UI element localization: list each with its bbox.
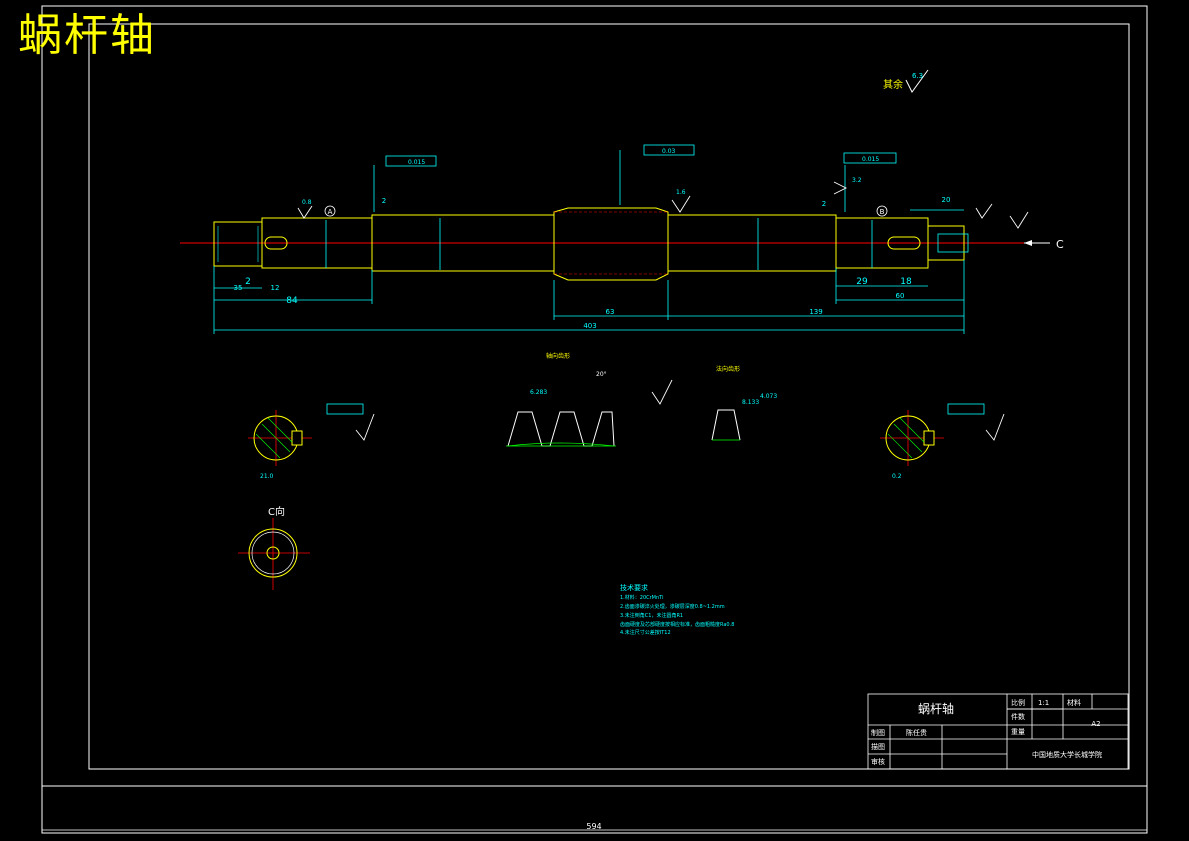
tooth-profile-axial [506, 411, 616, 447]
tb-drawn-name: 陈任贵 [906, 728, 927, 737]
tech-req-line-3: 3.未注倒角C1，未注圆角R1 [620, 612, 683, 619]
tech-req-line-5: 4.未注尺寸公差按IT12 [620, 629, 671, 636]
roughness-c: 3.2 [852, 177, 862, 184]
technical-requirements: 技术要求 1.材料：20CrMnTi 2.齿面渗碳淬火处理，渗碳层深度0.8~1… [620, 583, 734, 636]
tb-school: 中国地质大学长城学院 [1032, 750, 1102, 759]
dim-middle-63: 63 [606, 308, 615, 316]
tb-count-label: 件数 [1011, 712, 1025, 721]
tb-drawn-label: 制图 [871, 728, 885, 737]
tooth-val-thickness: 8.133 [742, 399, 759, 406]
tech-req-line-1: 1.材料：20CrMnTi [620, 594, 663, 601]
datum-a-circle [324, 205, 336, 217]
roughness-symbol-general [905, 69, 929, 93]
tooth-val-tol: 4.073 [760, 393, 777, 400]
tb-design-label: 描图 [871, 742, 885, 751]
dim-gap-2b: 2 [822, 200, 826, 208]
dim-right-18: 18 [900, 277, 912, 287]
dim-middle-139: 139 [809, 308, 822, 316]
tb-weight-label: 重量 [1011, 728, 1025, 736]
tolerance-right: 0.015 [862, 156, 879, 163]
tb-part-name: 蜗杆轴 [918, 701, 954, 716]
datum-a: A [328, 208, 333, 216]
axial-profile-label: 轴向齿形 [546, 352, 570, 360]
tb-material-label: 材料 [1067, 698, 1081, 707]
tech-req-line-4: 齿面硬度及芯部硬度按相应标准，齿面粗糙度Ra0.8 [620, 621, 734, 628]
tech-req-title: 技术要求 [620, 583, 648, 592]
dimension-lines [213, 150, 965, 334]
surface-note: 其余 [883, 78, 903, 91]
dim-left-35: 35 [234, 284, 243, 292]
roughness-b: 1.6 [676, 189, 686, 196]
headline-title: 蜗杆轴 [18, 10, 156, 61]
dim-right-20: 20 [942, 196, 951, 204]
drawing-frame [88, 23, 1130, 770]
roughness-general-value: 6.3 [912, 72, 923, 80]
view-arrow-label: C [1056, 238, 1064, 251]
keyway-left-value: 21.0 [260, 473, 274, 480]
tech-req-line-2: 2.齿面渗碳淬火处理，渗碳层深度0.8~1.2mm [620, 603, 725, 610]
tooth-val-angle: 20° [596, 371, 607, 378]
keyway-right-value: 0.2 [892, 473, 902, 480]
tb-scale-value: 1:1 [1038, 699, 1049, 707]
datum-b-circle [876, 205, 888, 217]
view-arrow-head [1024, 240, 1032, 246]
dim-left-section: 84 [286, 296, 298, 306]
tb-review-label: 审核 [871, 757, 885, 766]
dim-left-2: 2 [245, 277, 251, 287]
tolerance-frames [326, 144, 985, 415]
dim-gap-2a: 2 [382, 197, 386, 205]
dim-right-60: 60 [896, 292, 905, 300]
section-view-label: C向 [268, 505, 285, 518]
keyway-section-left [248, 410, 312, 466]
datum-b: B [880, 208, 885, 216]
tb-scale-label: 比例 [1011, 698, 1025, 707]
tooth-val-pitch: 6.283 [530, 389, 547, 396]
outer-border [41, 5, 1148, 834]
frame-width-dim: 594 [586, 822, 601, 831]
tooth-profile-normal [711, 409, 741, 441]
normal-profile-label: 法向齿形 [716, 365, 740, 373]
tb-sheet-size: A2 [1091, 720, 1100, 728]
dim-right-29: 29 [856, 277, 868, 287]
tolerance-left: 0.015 [408, 159, 425, 166]
keyway-section-right [880, 410, 944, 466]
shaft-main-view [180, 207, 1030, 281]
tolerance-middle: 0.03 [662, 148, 676, 155]
roughness-symbols [297, 181, 1029, 441]
c-view-section [238, 518, 310, 590]
title-block [867, 693, 1129, 770]
roughness-a: 0.8 [302, 199, 312, 206]
dim-overall: 403 [583, 322, 596, 330]
dim-left-12: 12 [271, 284, 280, 292]
